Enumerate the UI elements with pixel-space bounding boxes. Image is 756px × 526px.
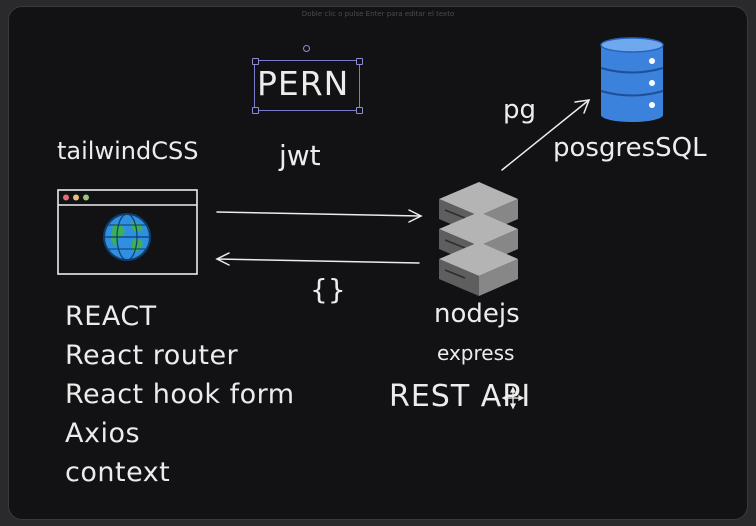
canvas-frame[interactable]: Doble clic o pulse Enter para editar el … (8, 6, 748, 520)
selection-handle-bottom-right[interactable] (356, 107, 363, 114)
diagram-drawing (57, 37, 664, 410)
selection-handle-top-right[interactable] (356, 58, 363, 65)
stack-item[interactable]: React router (65, 340, 239, 371)
globe-icon (103, 213, 151, 261)
backend-framework-label[interactable]: express (437, 341, 515, 365)
selection-handle-top-left[interactable] (252, 58, 259, 65)
json-payload-label[interactable]: {} (310, 273, 346, 306)
styling-label[interactable]: tailwindCSS (57, 137, 199, 165)
db-connection-arrow[interactable] (501, 99, 591, 171)
stack-item[interactable]: REACT (65, 301, 157, 332)
stack-item[interactable]: Axios (65, 418, 141, 449)
title-selection-box[interactable] (254, 60, 360, 111)
edit-hint: Doble clic o pulse Enter para editar el … (301, 10, 455, 18)
stack-item[interactable]: context (65, 457, 171, 488)
auth-label[interactable]: jwt (279, 139, 321, 172)
stack-item[interactable]: React hook form (65, 379, 295, 410)
browser-window-icon[interactable] (57, 189, 198, 275)
selection-handle-bottom-left[interactable] (252, 107, 259, 114)
response-arrow[interactable] (215, 252, 420, 266)
move-cursor-icon (501, 386, 525, 410)
diagram-title[interactable]: PERN (257, 64, 350, 103)
request-arrow[interactable] (216, 209, 423, 223)
db-driver-label[interactable]: pg (503, 95, 537, 125)
backend-runtime-label[interactable]: nodejs (434, 299, 520, 329)
frontend-stack-list: REACT React router React hook form Axios… (65, 297, 295, 492)
rotation-handle[interactable] (303, 45, 310, 52)
server-stack-icon[interactable] (439, 182, 518, 296)
database-label[interactable]: posgresSQL (553, 133, 707, 163)
database-icon[interactable] (600, 37, 664, 122)
